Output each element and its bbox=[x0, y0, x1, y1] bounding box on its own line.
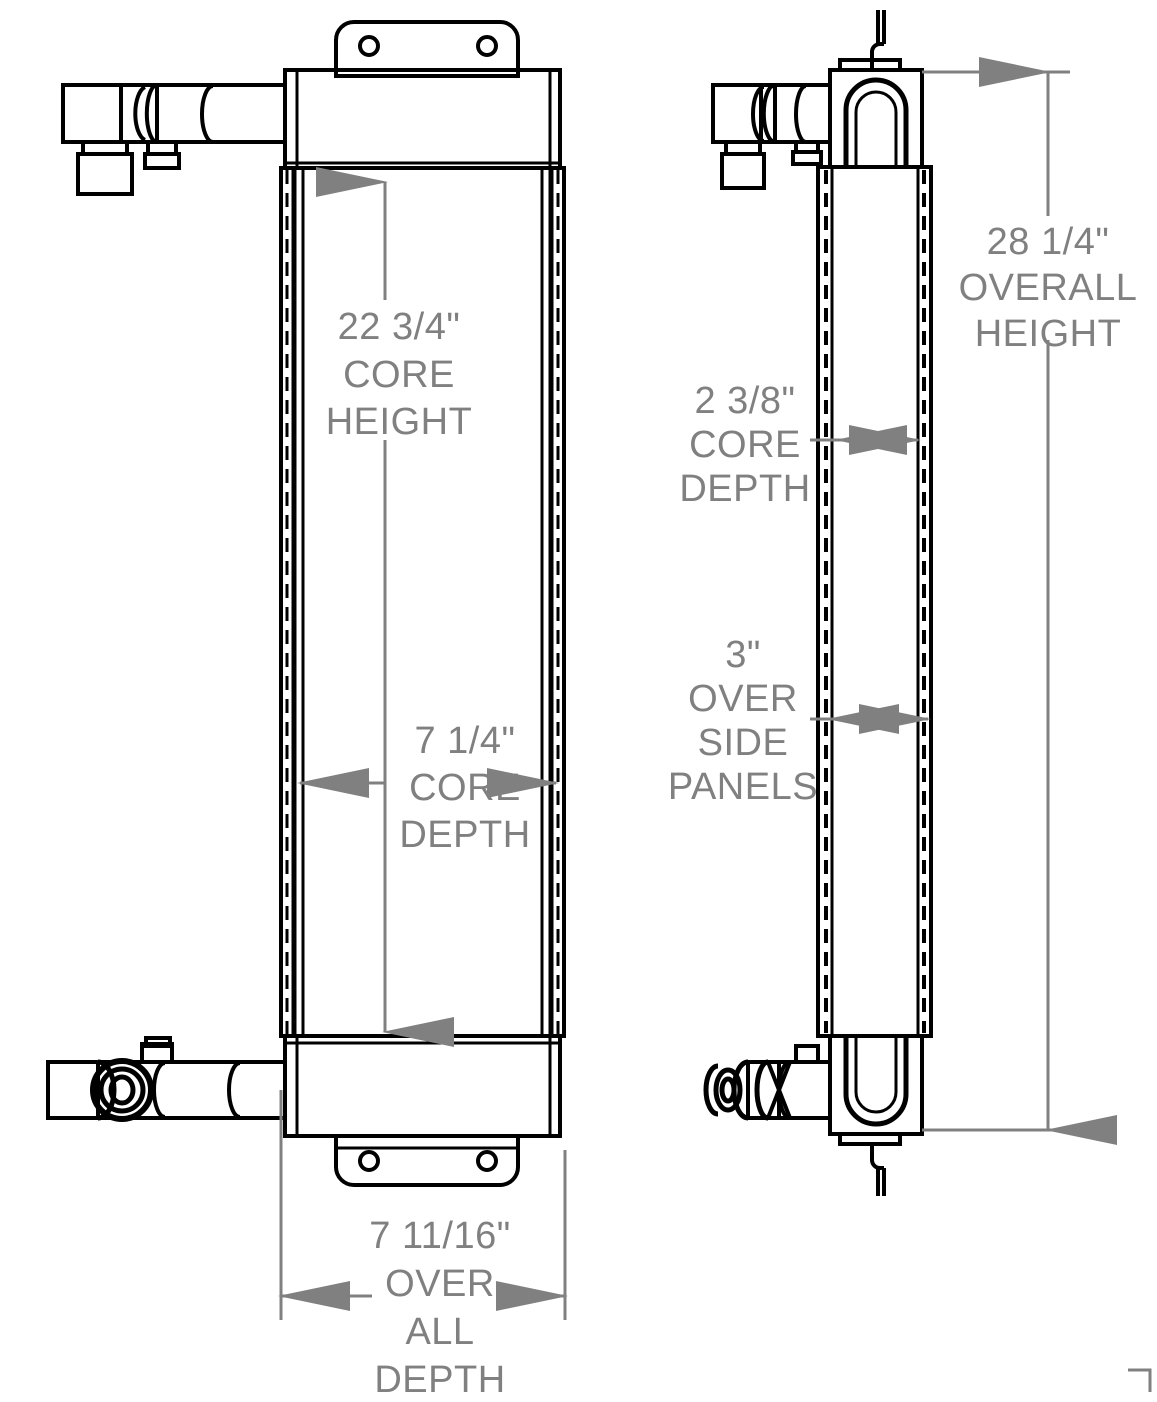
dimension-core-depth-side-label-1: CORE bbox=[689, 424, 801, 466]
dimension-overall-height bbox=[922, 57, 1117, 1145]
dimension-core-depth-front-label-1: CORE bbox=[409, 767, 521, 809]
dimension-overall-height-label-1: OVERALL bbox=[959, 267, 1138, 309]
dimension-overall-height-label-2: HEIGHT bbox=[975, 313, 1122, 355]
dimension-over-side-panels-value: 3" bbox=[725, 634, 761, 676]
front-bottom-outlet-assembly bbox=[46, 1036, 287, 1122]
front-top-inlet-assembly bbox=[61, 83, 287, 196]
dimension-core-height-label-2: HEIGHT bbox=[326, 401, 473, 443]
dimension-overall-depth-label-2: ALL bbox=[405, 1311, 474, 1353]
dimension-core-height-label-1: CORE bbox=[343, 354, 455, 396]
dimension-core-depth-front bbox=[297, 735, 559, 830]
dimension-overall-depth-label-1: OVER bbox=[385, 1263, 495, 1305]
side-core bbox=[816, 165, 933, 1038]
side-view bbox=[703, 10, 933, 1196]
dimension-core-depth-front-label-2: DEPTH bbox=[399, 814, 530, 856]
dimension-core-depth-front-value: 7 1/4" bbox=[414, 720, 515, 762]
corner-registration-mark bbox=[1128, 1368, 1152, 1392]
side-top-inlet-assembly bbox=[711, 83, 832, 190]
dimension-overall-height-value: 28 1/4" bbox=[987, 221, 1110, 263]
front-core bbox=[279, 166, 566, 1038]
dimension-over-side-panels-label-2: SIDE bbox=[698, 722, 789, 764]
dimension-core-height-value: 22 3/4" bbox=[338, 306, 461, 348]
front-bottom-mount-bracket bbox=[334, 1134, 520, 1187]
side-bottom-tank bbox=[828, 1034, 924, 1196]
dimension-overall-depth bbox=[278, 1090, 568, 1320]
dimension-core-depth-side-value: 2 3/8" bbox=[694, 380, 795, 422]
side-bottom-outlet-assembly bbox=[703, 1044, 832, 1121]
dimension-overall-depth-label-3: DEPTH bbox=[374, 1359, 505, 1401]
dimension-over-side-panels-label-3: PANELS bbox=[668, 766, 818, 808]
dimension-over-side-panels-label-1: OVER bbox=[688, 678, 798, 720]
dimension-overall-depth-value: 7 11/16" bbox=[369, 1215, 510, 1257]
dimension-core-depth-side-label-2: DEPTH bbox=[679, 468, 810, 510]
